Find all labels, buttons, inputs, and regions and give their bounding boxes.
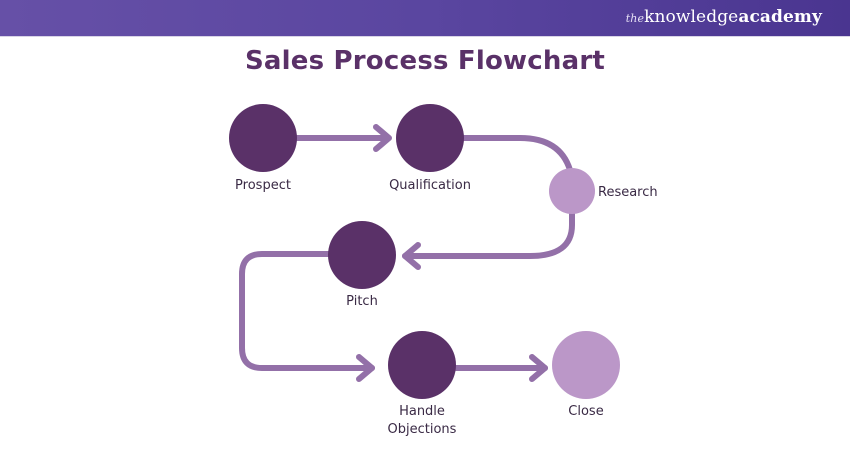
label-handle-objections-line2: Objections <box>387 422 457 437</box>
edge-research-pitch <box>402 211 575 259</box>
label-research: Research <box>598 185 658 200</box>
node-prospect <box>229 104 297 172</box>
arrowhead-prospect-qualification <box>373 124 392 152</box>
brand-suffix: academy <box>738 7 822 27</box>
node-research <box>549 168 595 214</box>
node-qualification <box>396 104 464 172</box>
arrowhead-handle-objections-close <box>529 354 548 382</box>
label-qualification: Qualification <box>389 178 471 193</box>
node-handle-objections <box>388 331 456 399</box>
label-handle-objections: Handle Objections <box>372 403 472 439</box>
edge-pitch-handle-objections <box>239 251 375 371</box>
brand-main: knowledge <box>644 7 739 27</box>
brand-logo: theknowledgeacademy <box>626 7 822 27</box>
arrowhead-research-pitch <box>402 242 421 270</box>
edge-qualification-research <box>459 135 573 173</box>
brand-prefix: the <box>625 12 645 25</box>
arrowhead-pitch-handle-objections <box>356 354 375 382</box>
node-close <box>552 331 620 399</box>
label-pitch: Pitch <box>346 294 378 309</box>
label-prospect: Prospect <box>235 178 291 193</box>
page-title: Sales Process Flowchart <box>244 46 605 76</box>
node-pitch <box>328 221 396 289</box>
label-close: Close <box>568 404 604 419</box>
label-handle-objections-line1: Handle <box>399 404 445 419</box>
header-bar: theknowledgeacademy <box>0 0 850 37</box>
